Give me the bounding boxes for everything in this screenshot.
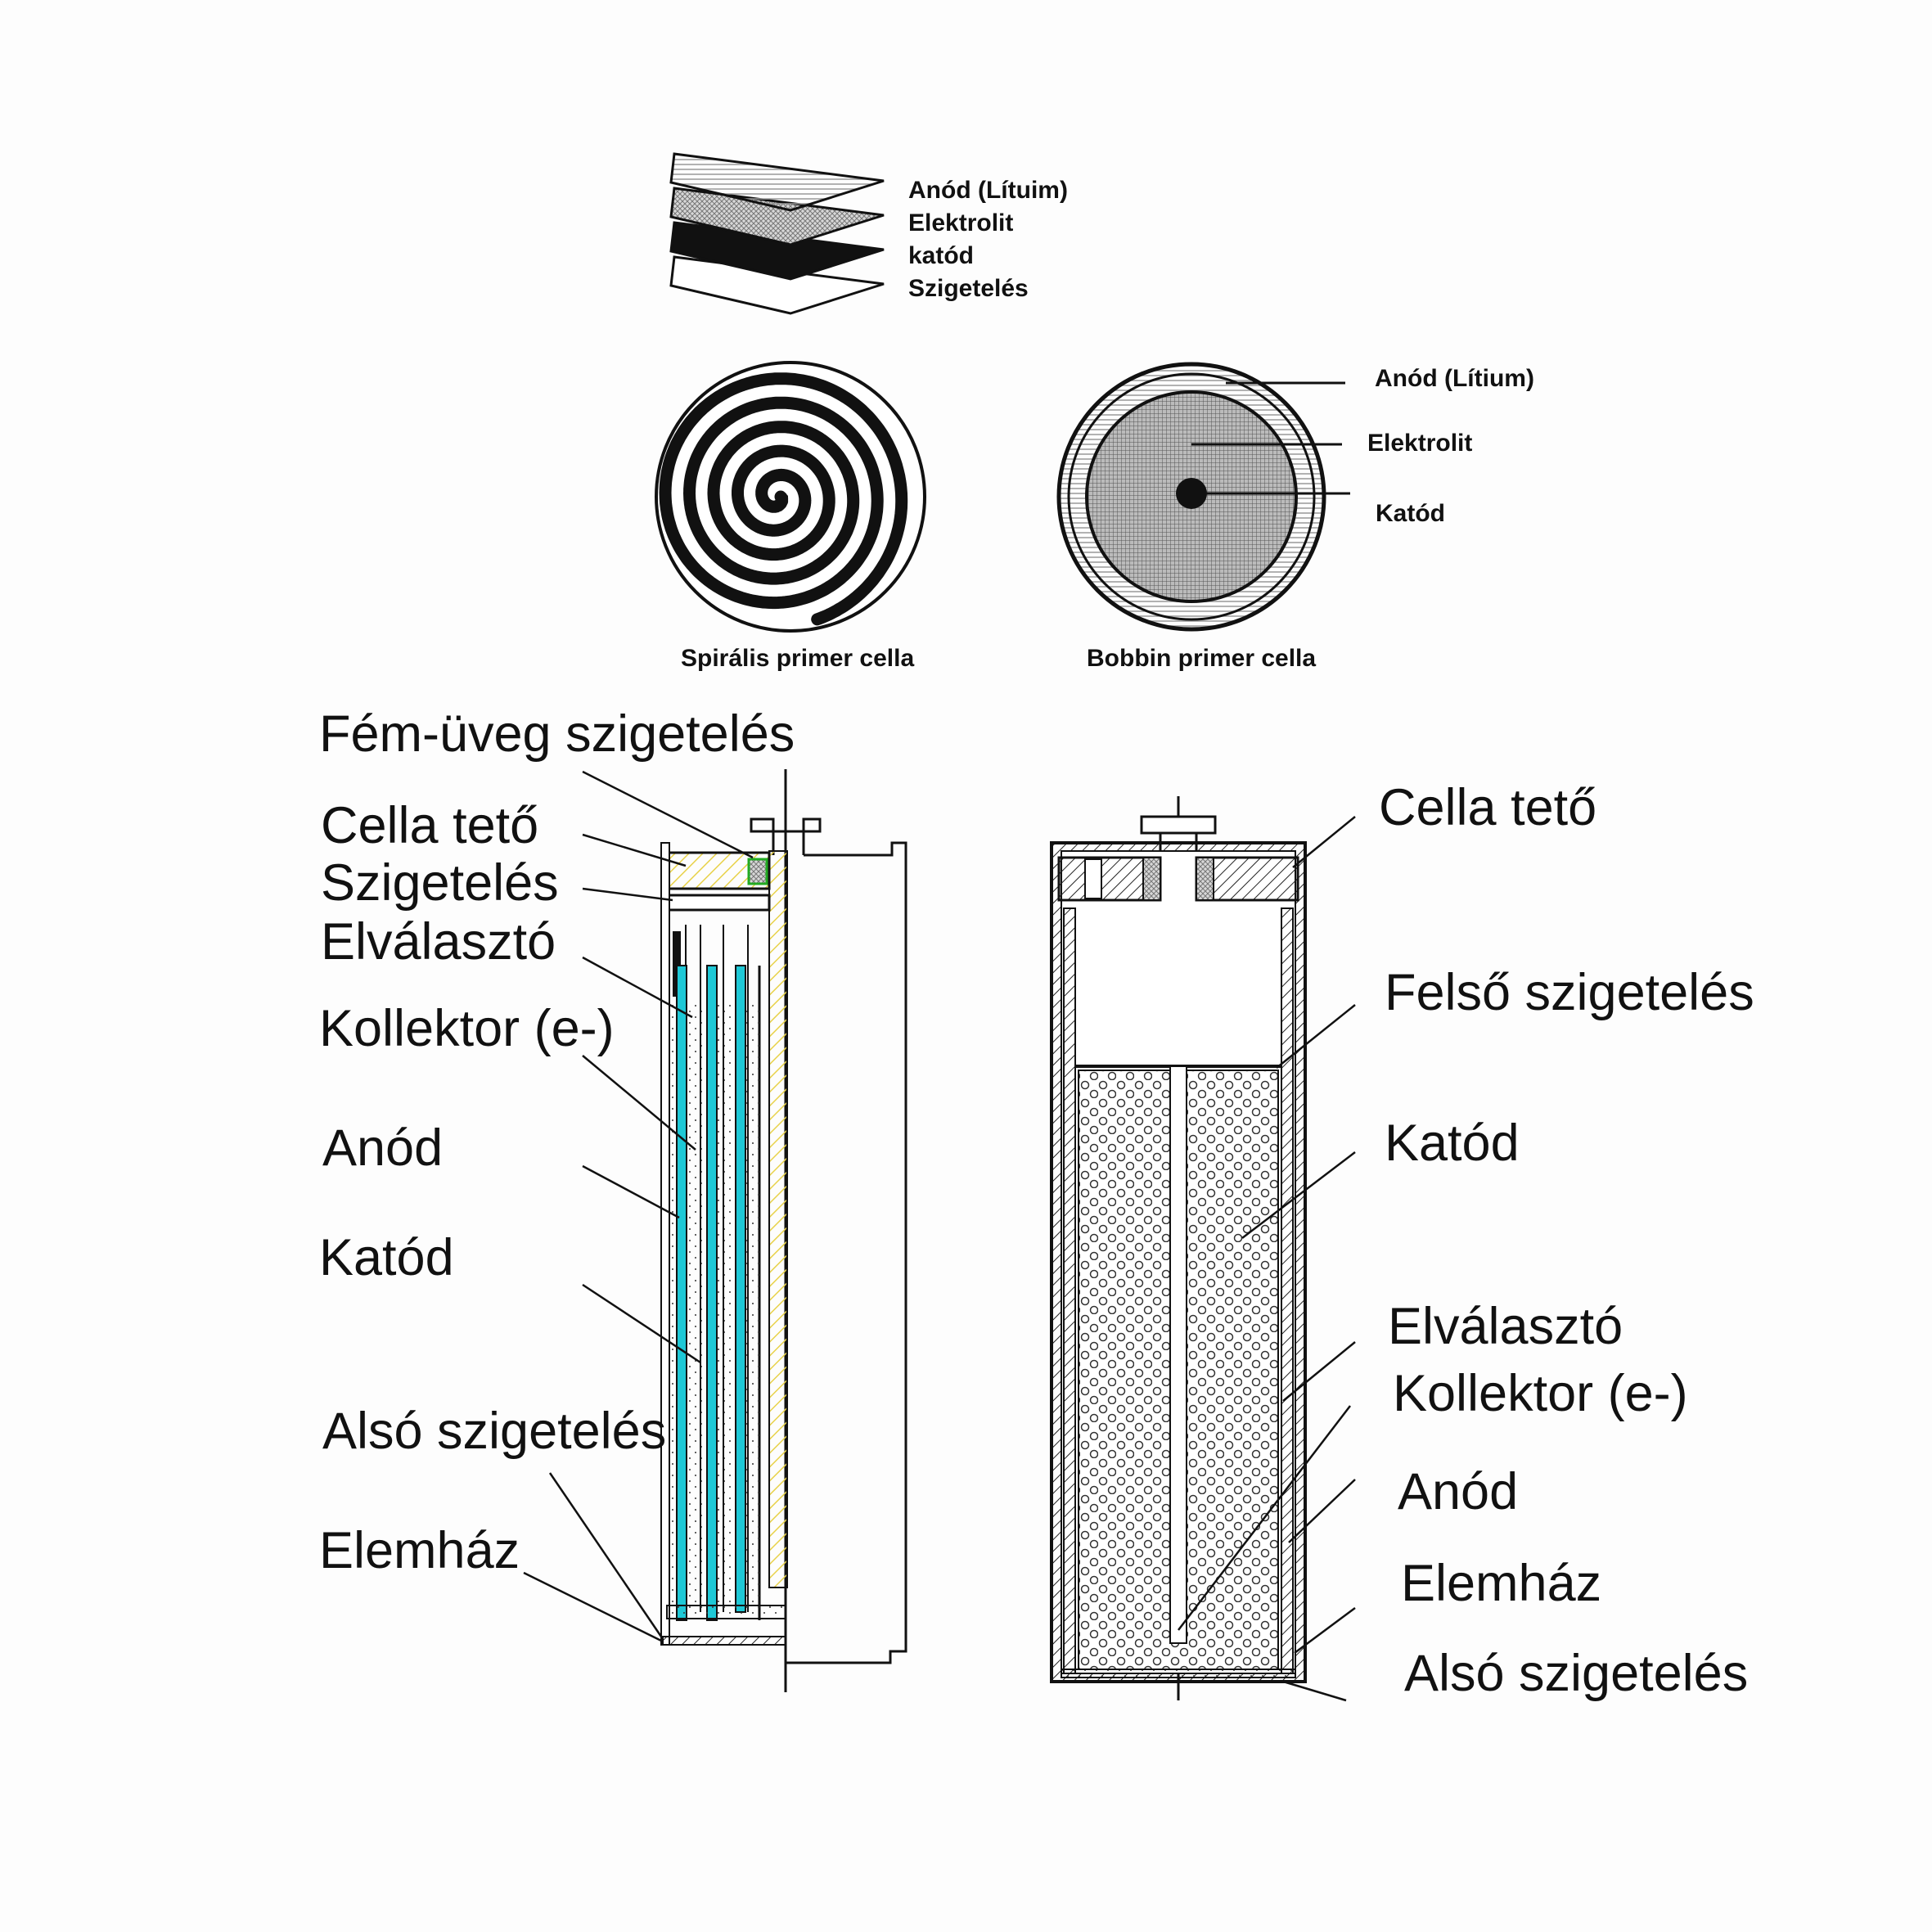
bobbin-label-cathode: Katód [1376, 500, 1445, 527]
cathode-layer [669, 221, 885, 281]
left-label-cell-top: Cella tető [321, 797, 539, 854]
right-cell-section [1050, 796, 1356, 1702]
bobbin-label-electrolyte: Elektrolit [1367, 430, 1473, 457]
bobbin-caption: Bobbin primer cella [1087, 645, 1317, 672]
spiral-winding [659, 372, 908, 626]
layer-label-insulation: Szigetelés [908, 275, 1029, 302]
spiral-cell [655, 361, 926, 633]
layer-label-electrolyte: Elektrolit [908, 209, 1014, 236]
electrolyte-layer [669, 187, 885, 246]
right-label-separator: Elválasztó [1388, 1298, 1624, 1355]
left-label-anode: Anód [322, 1119, 444, 1177]
right-label-collector: Kollektor (e-) [1393, 1365, 1688, 1422]
layer-stack [669, 152, 885, 315]
left-label-metal-glass-seal: Fém-üveg szigetelés [319, 705, 795, 763]
right-label-cathode: Katód [1385, 1115, 1520, 1172]
right-label-cell-top: Cella tető [1379, 779, 1597, 836]
right-label-anode: Anód [1398, 1463, 1519, 1520]
right-label-bottom-insulation: Alsó szigetelés [1404, 1645, 1749, 1702]
left-label-bottom-insulation: Alsó szigetelés [322, 1403, 667, 1460]
layer-label-anode: Anód (Lítuim) [908, 177, 1068, 204]
left-label-separator: Elválasztó [321, 913, 556, 971]
left-label-insulation: Szigetelés [321, 854, 559, 912]
right-label-case: Elemház [1401, 1555, 1602, 1612]
layer-label-cathode: katód [908, 242, 975, 269]
left-label-collector: Kollektor (e-) [319, 1000, 615, 1057]
left-label-case: Elemház [319, 1522, 520, 1579]
left-cell-section [523, 769, 907, 1692]
right-label-upper-insulation: Felső szigetelés [1385, 964, 1754, 1021]
bobbin-cell [1056, 362, 1350, 632]
anode-layer [669, 152, 885, 212]
left-label-cathode: Katód [319, 1229, 454, 1286]
insulation-layer [669, 255, 885, 315]
bobbin-label-anode: Anód (Lítium) [1375, 365, 1534, 392]
spiral-caption: Spirális primer cella [681, 645, 915, 672]
